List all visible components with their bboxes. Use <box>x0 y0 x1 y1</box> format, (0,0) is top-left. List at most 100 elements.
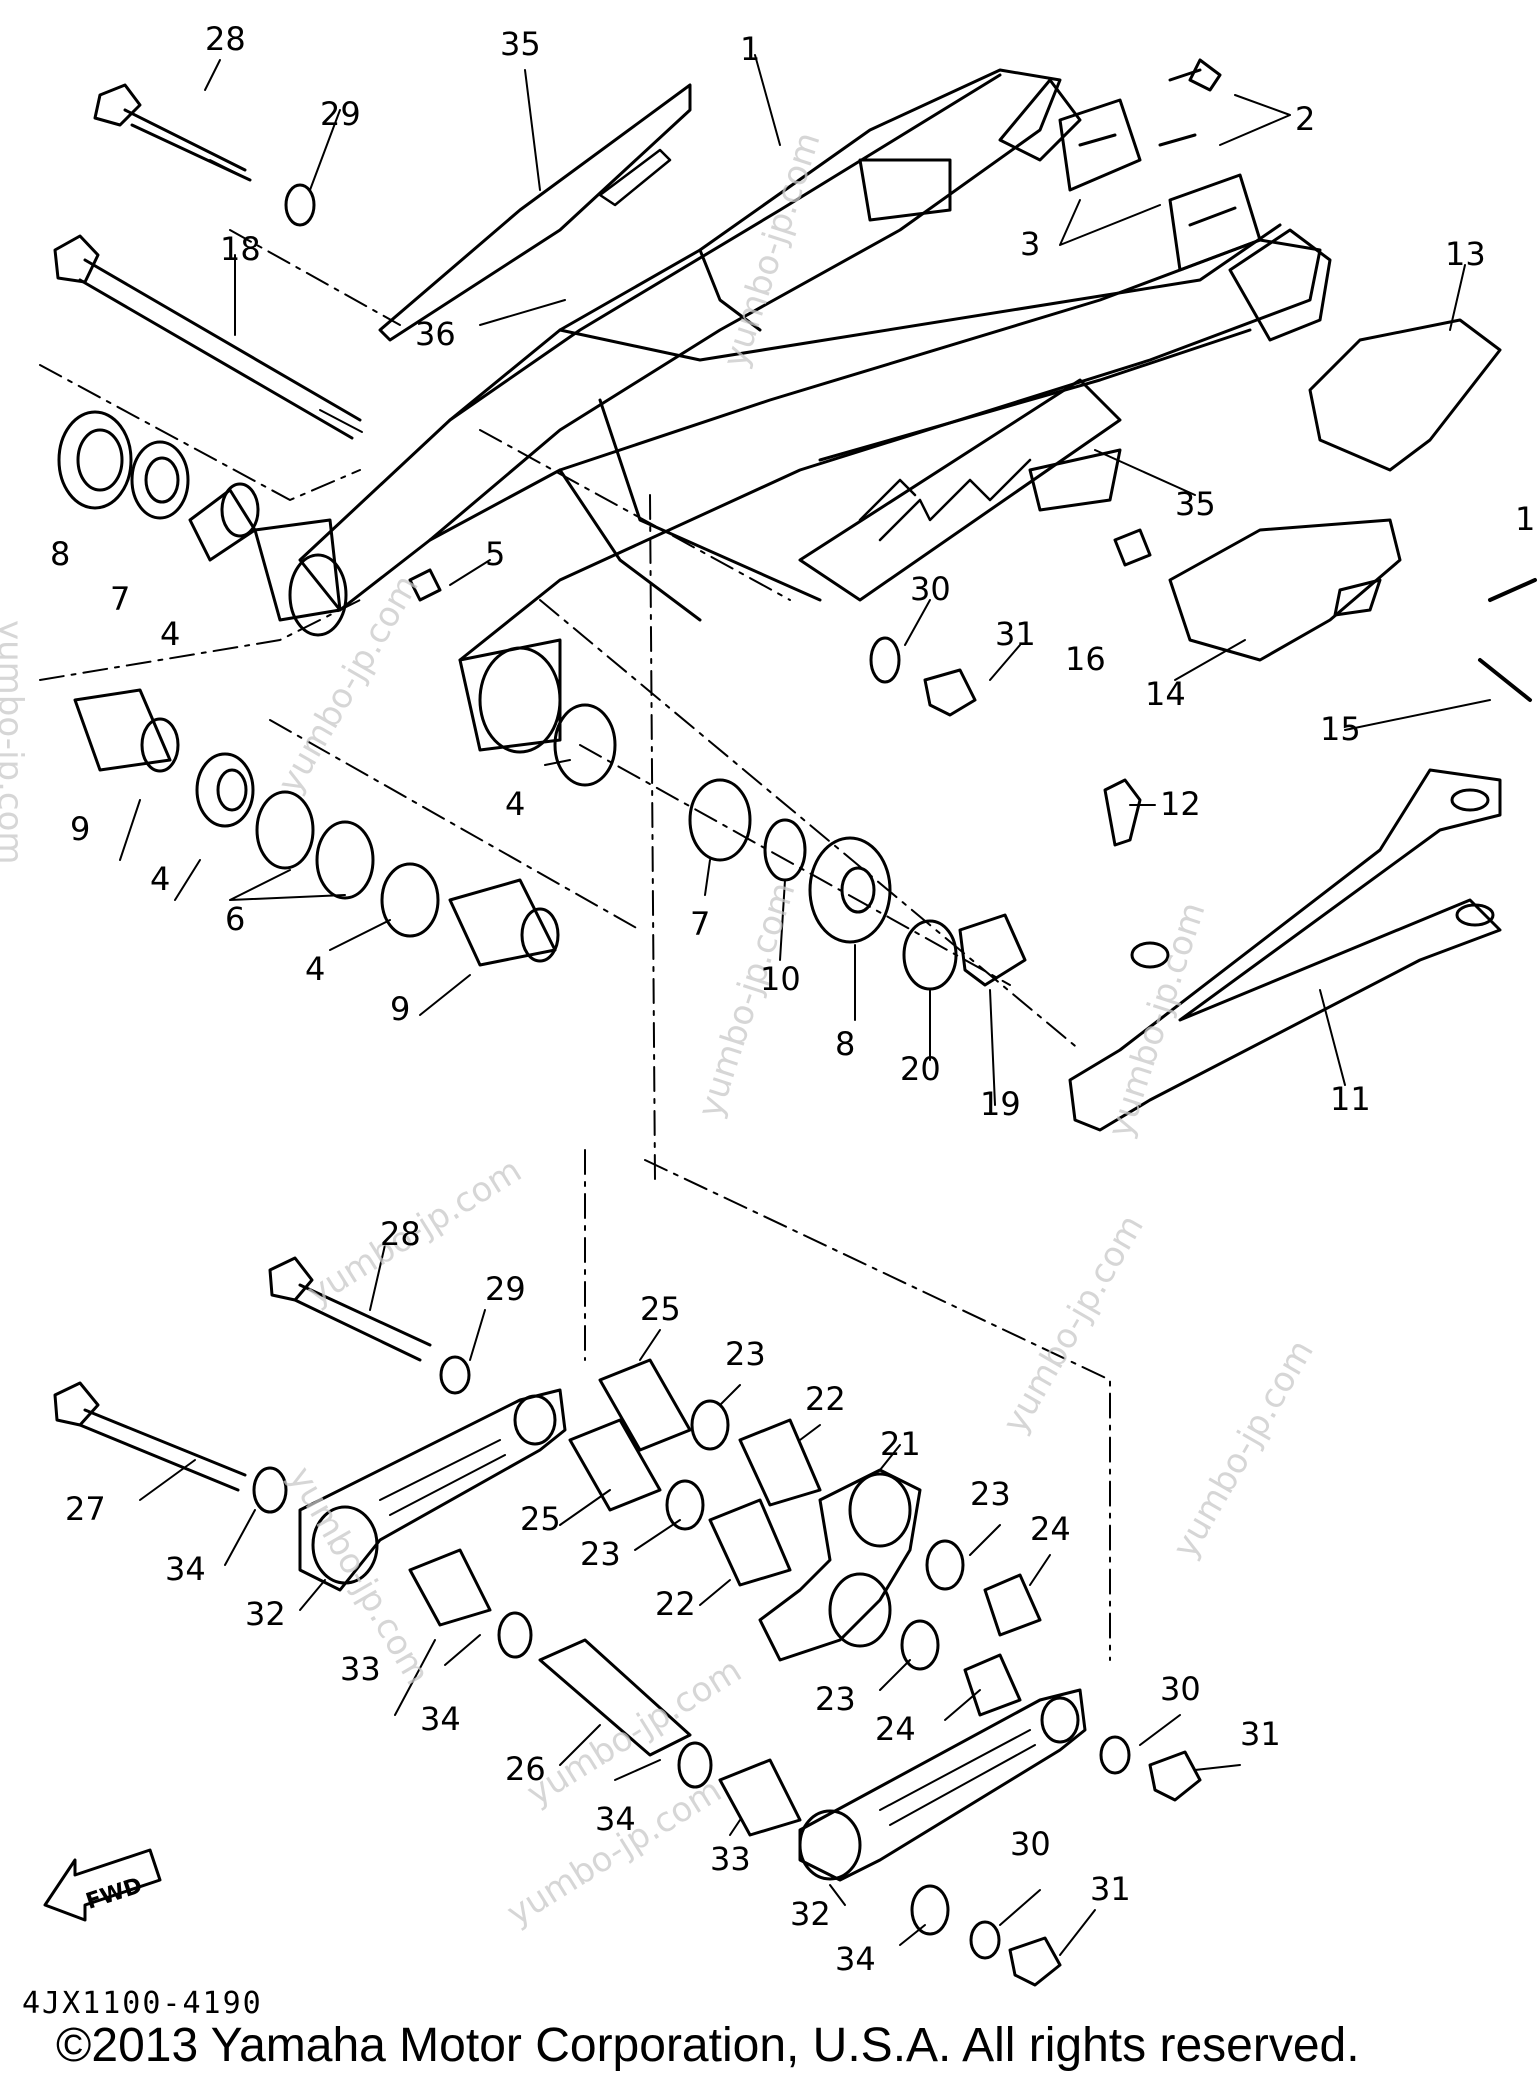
callout-15: 15 <box>1320 710 1361 748</box>
bearing-4-lower <box>380 862 440 938</box>
callout-30: 30 <box>1010 1825 1051 1863</box>
callout-22: 22 <box>655 1585 696 1623</box>
callout-23: 23 <box>725 1335 766 1373</box>
nut-31-top <box>923 668 977 717</box>
oil-seal-8 <box>57 410 133 510</box>
rear-arm-11 <box>1068 768 1502 1132</box>
chain-support <box>1308 318 1502 472</box>
reference-lines <box>39 229 1111 1661</box>
callout-30: 30 <box>1160 1670 1201 1708</box>
callout-28: 28 <box>205 20 246 58</box>
callout-2: 2 <box>1295 100 1315 138</box>
fwd-arrow <box>43 1848 162 1922</box>
relay-arm-21 <box>758 1468 922 1662</box>
callout-8: 8 <box>835 1025 855 1063</box>
bushing-22a <box>738 1418 822 1507</box>
callout-1: 1 <box>740 30 760 68</box>
callout-27: 27 <box>65 1490 106 1528</box>
callout-33: 33 <box>710 1840 751 1878</box>
callout-34: 34 <box>420 1700 461 1738</box>
oil-seal-8-right <box>808 836 892 944</box>
washer-34b <box>497 1611 533 1659</box>
callout-25: 25 <box>640 1290 681 1328</box>
callout-19: 19 <box>980 1085 1021 1123</box>
callout-7: 7 <box>110 580 130 618</box>
callout-8: 8 <box>50 535 70 573</box>
callout-34: 34 <box>165 1550 206 1588</box>
chain-guard-plate <box>378 83 692 342</box>
chain-puller-set <box>1058 58 1262 272</box>
callout-31: 31 <box>1090 1870 1131 1908</box>
callout-26: 26 <box>505 1750 546 1788</box>
washer-30-top <box>869 636 901 684</box>
callout-4: 4 <box>505 785 525 823</box>
callout-4: 4 <box>150 860 170 898</box>
washer-34c <box>677 1741 713 1789</box>
callout-24: 24 <box>875 1710 916 1748</box>
washer-29-top <box>284 183 316 227</box>
callout-23: 23 <box>970 1475 1011 1513</box>
callout-16: 16 <box>1065 640 1106 678</box>
callout-13: 13 <box>1445 235 1486 273</box>
bearing-4-right <box>553 703 617 787</box>
callout-10: 10 <box>760 960 801 998</box>
callout-23: 23 <box>580 1535 621 1573</box>
callout-32: 32 <box>245 1595 286 1633</box>
nut-31b <box>1008 1936 1062 1987</box>
shaft-26 <box>538 1638 692 1757</box>
washer-23a <box>690 1399 730 1451</box>
callout-31: 31 <box>1240 1715 1281 1753</box>
chain-guard-decal <box>598 148 672 207</box>
washer-23b <box>665 1479 705 1531</box>
callout-4: 4 <box>160 615 180 653</box>
callout-23: 23 <box>815 1680 856 1718</box>
nut-19 <box>958 913 1027 987</box>
callout-6: 6 <box>225 900 245 938</box>
callout-24: 24 <box>1030 1510 1071 1548</box>
leader-lines <box>119 54 1491 1956</box>
swingarm <box>253 68 1332 754</box>
washer-34a <box>252 1466 288 1514</box>
callout-34: 34 <box>595 1800 636 1838</box>
thrust-cover-7 <box>130 440 190 520</box>
oil-seal-6a <box>255 790 315 870</box>
callout-9: 9 <box>390 990 410 1028</box>
chain-guide <box>1168 518 1402 662</box>
connecting-rod-32b <box>798 1688 1087 1882</box>
callout-3: 3 <box>1020 225 1040 263</box>
collar-33a <box>408 1548 492 1627</box>
oil-seal-6b <box>315 820 375 900</box>
pivot-shaft-18 <box>53 234 363 440</box>
callout-7: 7 <box>690 905 710 943</box>
callout-36: 36 <box>415 315 456 353</box>
bolt-15 <box>1478 658 1532 702</box>
bolt-28-lower <box>268 1256 432 1362</box>
callout-17: 1 <box>1515 500 1535 538</box>
bolt-12 <box>1103 778 1142 847</box>
washer-30c <box>1099 1735 1131 1775</box>
bushing-22b <box>708 1498 792 1587</box>
callout-33: 33 <box>340 1650 381 1688</box>
callout-20: 20 <box>900 1050 941 1088</box>
bearing-4-left <box>195 752 255 828</box>
collar-9-left <box>73 688 172 772</box>
callout-34: 34 <box>835 1940 876 1978</box>
bearing-4-top <box>188 488 257 562</box>
callout-22: 22 <box>805 1380 846 1418</box>
bolt-17 <box>1488 578 1537 602</box>
collar-24a <box>983 1573 1042 1637</box>
callout-11: 11 <box>1330 1080 1371 1118</box>
collar-25a <box>598 1358 692 1452</box>
bolt-5 <box>408 568 442 602</box>
bolt-16 <box>1113 528 1152 567</box>
washer-34d <box>910 1884 950 1936</box>
bolt-28-top <box>93 83 252 182</box>
fwd-label: FWD <box>83 1873 145 1915</box>
callout-5: 5 <box>485 535 505 573</box>
callout-35: 35 <box>1175 485 1216 523</box>
callout-21: 21 <box>880 1425 921 1463</box>
callout-30: 30 <box>910 570 951 608</box>
callout-31: 31 <box>995 615 1036 653</box>
washer-30b <box>969 1920 1001 1960</box>
